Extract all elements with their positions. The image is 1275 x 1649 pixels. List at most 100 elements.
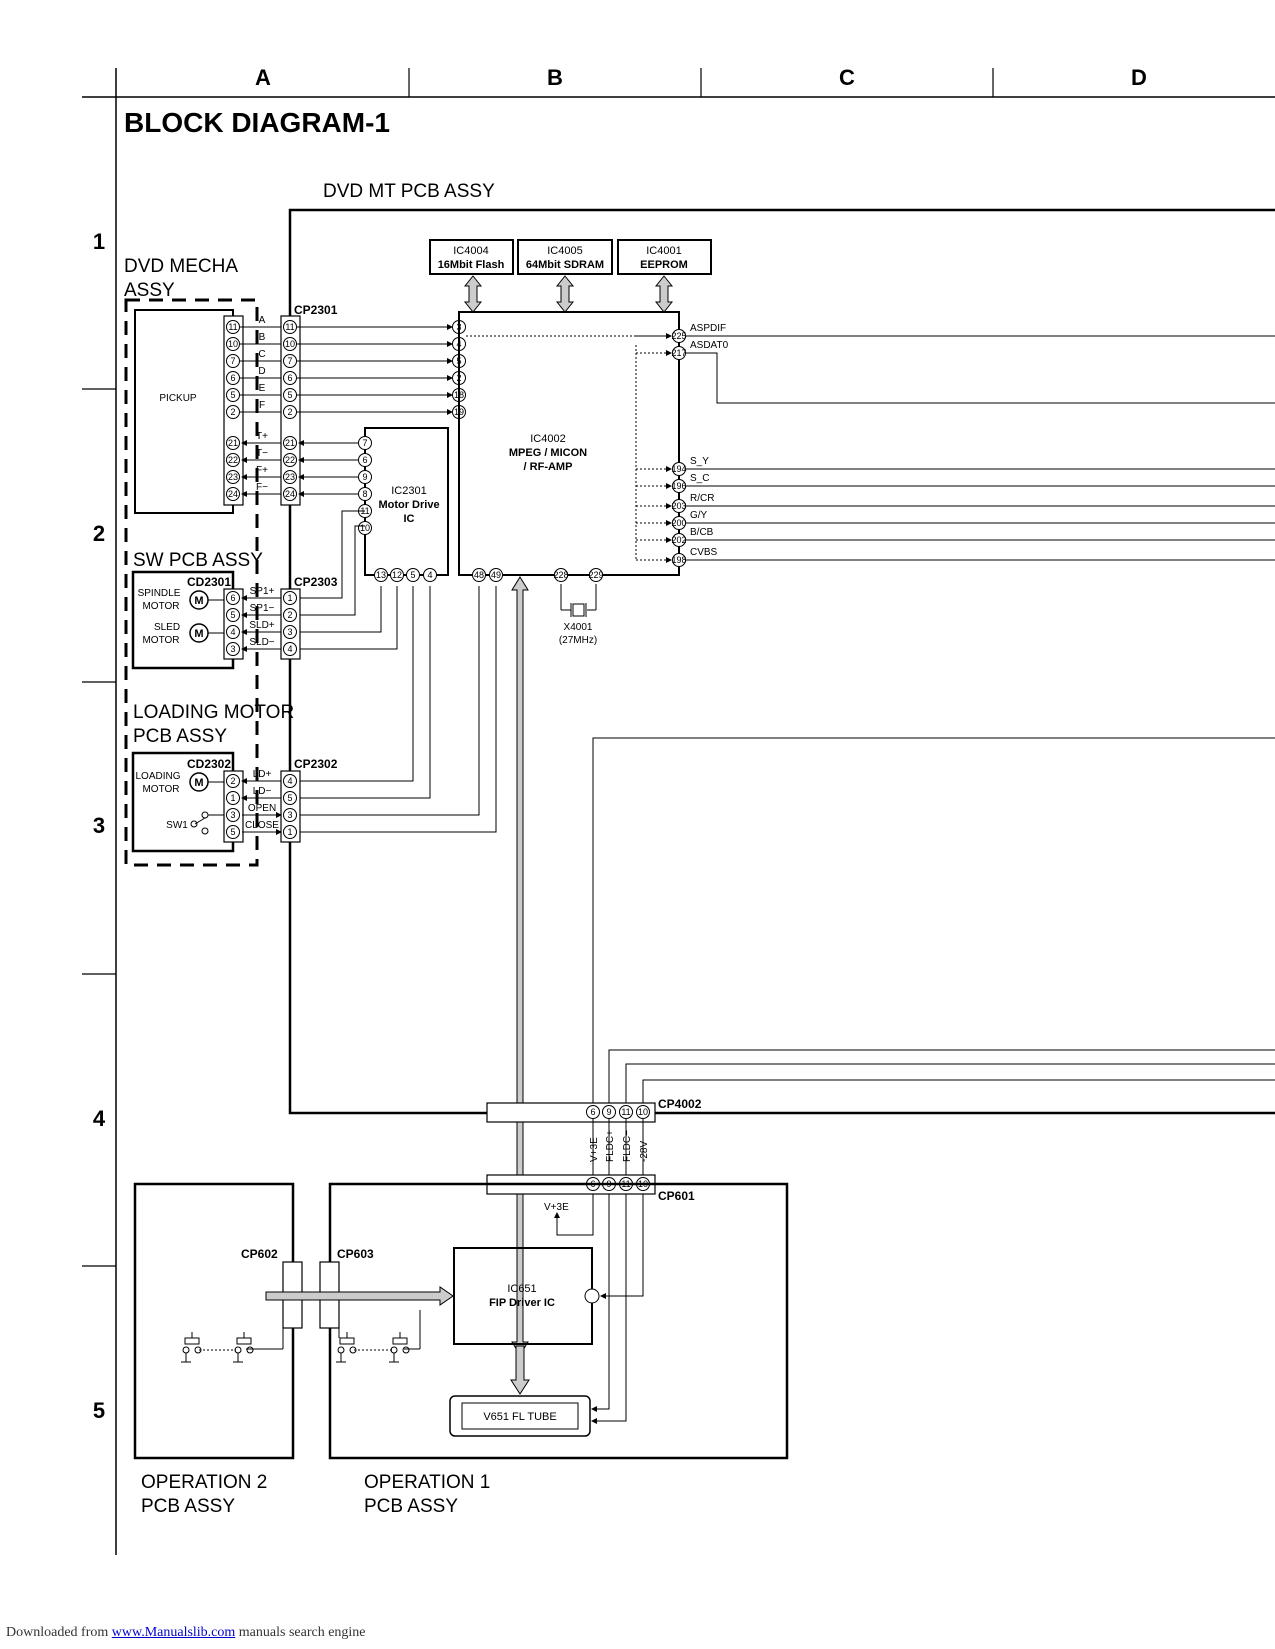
dvd-mt-pcb-box (288, 208, 1275, 1115)
pickup-pin-4-label: 5 (230, 390, 235, 400)
cp2301-pin-2 (283, 354, 297, 368)
cd2302-pin-0-label: 2 (230, 776, 235, 786)
loading-motor-label-1: LOADING (135, 771, 180, 782)
crystal-x4001 (560, 584, 597, 617)
dvd-mecha-label-line1: DVD MECHA (124, 256, 238, 277)
pickup-pin-0-label: 11 (228, 322, 237, 332)
ic4002-out-pin-0-label: 225 (671, 331, 686, 341)
cp2302-label: CP2302 (294, 757, 338, 771)
cd2302-label: CD2302 (187, 757, 231, 771)
cp4002-pin-3-label: 10 (638, 1107, 648, 1117)
cd2302-pin-2 (226, 808, 240, 822)
loading-signal-2: OPEN (248, 803, 276, 814)
pickup-signal-7: T− (256, 448, 268, 459)
cp2303-strip (280, 588, 301, 660)
pickup-pin-1 (226, 337, 240, 351)
ic4002-out-label-6: B/CB (690, 527, 714, 538)
column-label-d: D (1131, 65, 1147, 90)
row-label-5: 5 (93, 1398, 105, 1423)
diagram-title: BLOCK DIAGRAM-1 (124, 107, 390, 138)
ic2301-bottom-pin-3 (423, 568, 437, 582)
pickup-pin-8 (226, 470, 240, 484)
ic4002-out-pin-5 (672, 516, 686, 530)
loading-signal-1: LD− (253, 786, 272, 797)
footer-note: Downloaded from www.Manualslib.com manua… (6, 1625, 366, 1641)
cp4002-pin-0-label: 6 (590, 1107, 595, 1117)
cp2301-pin-5 (283, 405, 297, 419)
ic651-pin-30 (584, 1288, 600, 1304)
ic4002-out-label-4: R/CR (690, 493, 714, 504)
pickup-pin-4 (226, 388, 240, 402)
cp2301-pin-3-label: 6 (287, 373, 292, 383)
row-label-4: 4 (93, 1106, 106, 1131)
ic4004-box (429, 239, 514, 275)
cp2301-pin-2-label: 7 (287, 356, 292, 366)
cd2301-pin-2-label: 4 (230, 627, 235, 637)
fl-signal-3: -28V (639, 1141, 650, 1162)
ic4002-out-pin-5-label: 200 (671, 518, 686, 528)
ic4005-ref: IC4005 (547, 245, 582, 257)
sled-motor-label-1: SLED (154, 622, 180, 633)
cp2301-pin-4 (283, 388, 297, 402)
cp4002-pin-2-label: 11 (621, 1107, 630, 1117)
cp2302-pin-3-label: 1 (287, 827, 292, 837)
pickup-signal-8: F+ (256, 465, 268, 476)
fl-signal-2: FLDC− (622, 1130, 633, 1162)
ic4004-ref: IC4004 (453, 245, 488, 257)
cp2301-pin-0-label: 11 (285, 322, 294, 332)
fl-tube-outer (449, 1395, 591, 1437)
spindle-motor-m: M (194, 595, 203, 607)
sled-motor-label-2: MOTOR (142, 635, 179, 646)
key-switches (181, 1310, 421, 1363)
row-label-1: 1 (93, 229, 105, 254)
cp4002-feed-lines (592, 737, 1275, 1112)
cp2301-pin-1 (283, 337, 297, 351)
cp2301-pin-8-label: 23 (285, 472, 295, 482)
cp2302-pin-2-label: 3 (287, 810, 292, 820)
ic4002-out-pin-4-label: 203 (671, 501, 686, 511)
loading-motor-m: M (194, 777, 203, 789)
cp4002-pin-2 (619, 1105, 633, 1119)
pickup-signal-5: F (259, 400, 265, 411)
ic4002-out-label-2: S_Y (690, 456, 709, 467)
cp2303-pin-0-label: 1 (287, 593, 292, 603)
cp2302-pin-0 (283, 774, 297, 788)
sw1-switch-icon (190, 811, 209, 835)
main-bus-arrow (511, 576, 529, 1356)
ic2301-bottom-pin-3-label: 4 (427, 570, 432, 580)
ic4002-out-pin-2 (672, 462, 686, 476)
ic2301-left-pin-5 (358, 521, 372, 535)
loading-pcb-label-line2: PCB ASSY (133, 726, 227, 747)
row-label-2: 2 (93, 521, 105, 546)
footer-link[interactable]: www.Manualslib.com (111, 1625, 236, 1640)
ic4002-out-label-0: ASPDIF (690, 323, 726, 334)
ic2301-desc-line2: IC (404, 513, 415, 525)
cp2301-pin-4-label: 5 (287, 390, 292, 400)
pickup-signal-0: A (259, 315, 266, 326)
cp2303-pin-1-label: 2 (287, 610, 292, 620)
cd2301-pin-1 (226, 608, 240, 622)
sw-signal-2: SLD+ (249, 620, 274, 631)
cp2301-pin-6 (283, 436, 297, 450)
ic4002-out-pin-0 (672, 329, 686, 343)
pickup-label: PICKUP (159, 393, 197, 404)
pickup-signal-3: D (258, 366, 265, 377)
ic2301-left-pin-1 (358, 453, 372, 467)
ic4002-desc-line2: / RF-AMP (524, 461, 573, 473)
cd2302-strip (223, 770, 244, 843)
cp2303-pin-3-label: 4 (287, 644, 292, 654)
cp601-label: CP601 (658, 1189, 695, 1203)
ic4002-box (458, 311, 680, 576)
ic4002-bottom-pin-3 (589, 568, 603, 582)
ic4004-desc: 16Mbit Flash (438, 259, 505, 271)
footer-prefix: Downloaded from (6, 1625, 109, 1640)
cd2301-pin-2 (226, 625, 240, 639)
pickup-signal-1: B (259, 332, 266, 343)
ic2301-left-pin-3 (358, 487, 372, 501)
ic4002-out-pin-2-label: 194 (671, 464, 686, 474)
footer-suffix: manuals search engine (238, 1625, 366, 1640)
ic4002-out-pin-3-label: 196 (671, 481, 686, 491)
